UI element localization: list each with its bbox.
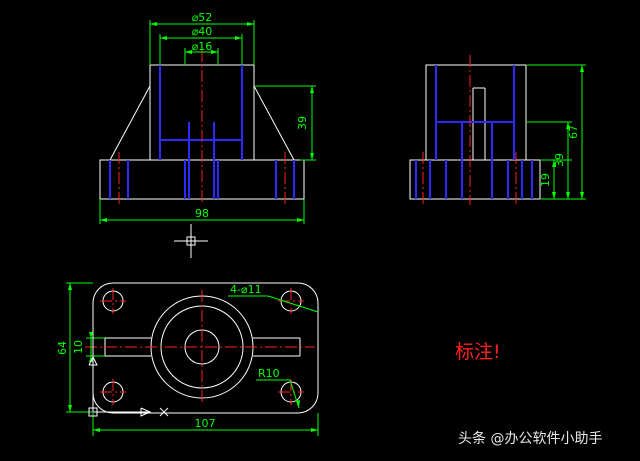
dim-radius: R10 — [258, 367, 280, 380]
crosshair-cursor-icon — [174, 224, 208, 258]
side-view-center-lines — [422, 55, 517, 205]
dim-side-mid-height: 39 — [553, 153, 566, 167]
top-view-arrowheads — [68, 283, 318, 432]
front-view-center-lines — [118, 50, 286, 205]
side-view: 67 39 19 — [409, 55, 586, 205]
front-view-hidden-lines — [109, 65, 295, 199]
dim-slot-width: 10 — [72, 340, 85, 354]
dim-front-height: 39 — [296, 116, 309, 130]
side-view-arrowheads — [552, 65, 584, 199]
top-view-dimensions — [66, 282, 319, 436]
dim-inner-diameter: ⌀16 — [192, 40, 213, 53]
top-view: 4-⌀11 R10 64 10 107 — [56, 282, 319, 436]
side-view-outline — [409, 64, 541, 200]
dim-top-height: 64 — [56, 341, 69, 355]
dim-side-total-height: 67 — [567, 125, 580, 139]
dim-outer-diameter: ⌀52 — [192, 11, 213, 24]
front-view: ⌀52 ⌀40 ⌀16 39 98 — [99, 11, 316, 224]
dim-side-base-height: 19 — [539, 173, 552, 187]
dim-front-width: 98 — [195, 207, 209, 220]
dim-top-width: 107 — [195, 417, 216, 430]
side-view-hidden-lines — [415, 65, 533, 199]
dim-holes: 4-⌀11 — [230, 283, 262, 296]
top-view-outline — [92, 282, 319, 414]
dim-middle-diameter: ⌀40 — [192, 25, 213, 38]
ucs-axis-icon — [88, 336, 169, 417]
annotation-note: 标注! — [455, 341, 501, 363]
watermark-text: 头条 @办公软件小助手 — [458, 431, 603, 447]
front-view-arrowheads — [100, 22, 314, 222]
